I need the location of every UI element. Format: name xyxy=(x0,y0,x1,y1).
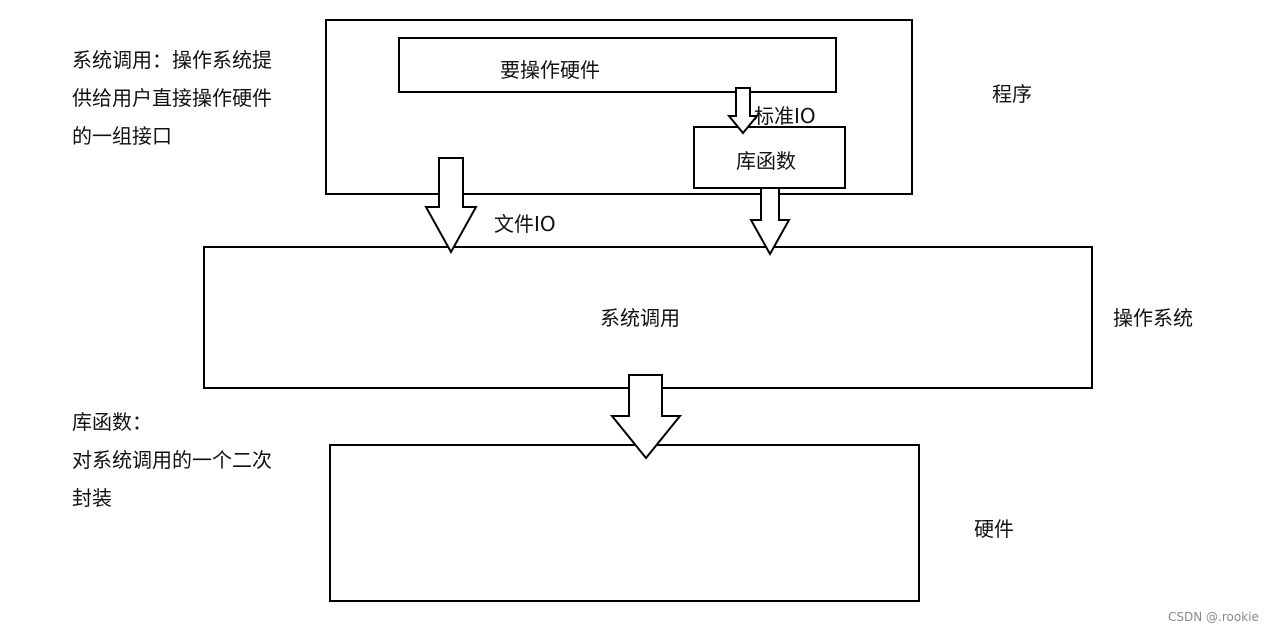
libfunc-note-line-2: 对系统调用的一个二次 xyxy=(72,448,272,472)
libfunc-note-line-1: 库函数： xyxy=(72,410,152,434)
syscall-note: 系统调用：操作系统提 供给用户直接操作硬件 的一组接口 xyxy=(72,41,272,155)
syscall-note-line-1: 系统调用：操作系统提 xyxy=(72,48,272,72)
syscall-note-line-3: 的一组接口 xyxy=(72,124,172,148)
hardware-box xyxy=(329,444,920,602)
syscall-box-label: 系统调用 xyxy=(600,306,680,330)
syscall-note-line-2: 供给用户直接操作硬件 xyxy=(72,86,272,110)
program-box xyxy=(325,19,913,195)
file-io-label: 文件IO xyxy=(494,212,556,236)
library-function-label: 库函数 xyxy=(736,149,796,173)
standard-io-label: 标准IO xyxy=(754,104,816,128)
operate-hardware-box xyxy=(398,37,837,93)
hardware-side-label: 硬件 xyxy=(974,517,1014,541)
operate-hardware-label: 要操作硬件 xyxy=(500,58,600,82)
watermark: CSDN @.rookie xyxy=(1168,610,1259,624)
libfunc-note-line-3: 封装 xyxy=(72,486,112,510)
program-side-label: 程序 xyxy=(992,82,1032,106)
arrow-library-to-syscall xyxy=(749,187,791,257)
os-side-label: 操作系统 xyxy=(1113,306,1193,330)
libfunc-note: 库函数： 对系统调用的一个二次 封装 xyxy=(72,403,272,517)
